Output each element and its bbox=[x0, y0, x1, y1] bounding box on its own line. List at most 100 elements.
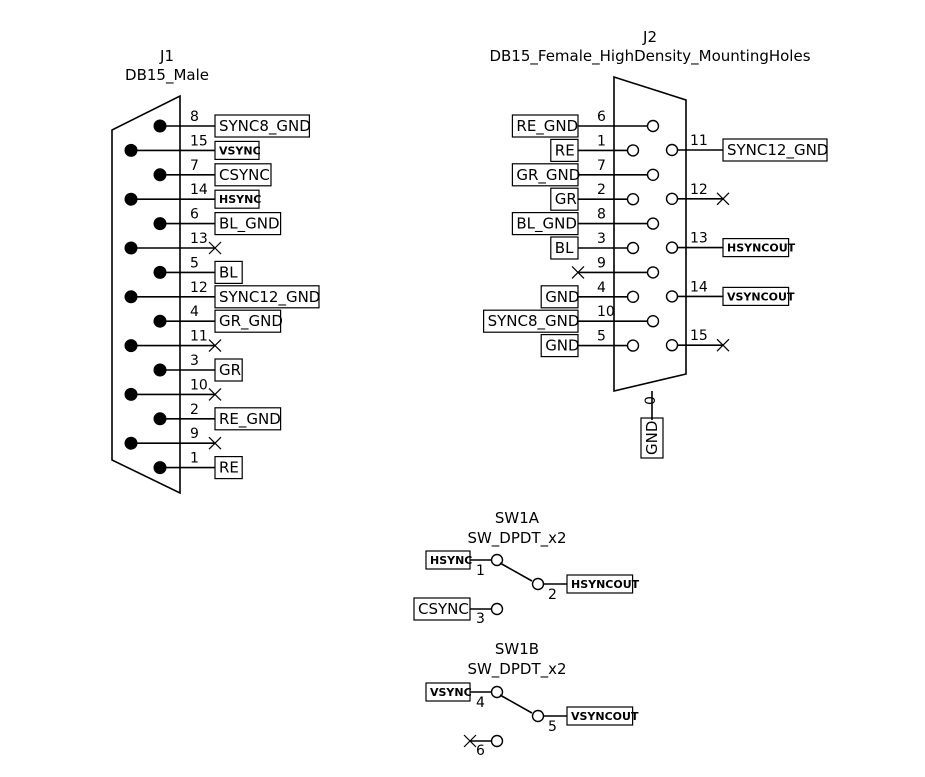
net-label-box bbox=[540, 334, 579, 358]
sw1a-reference: SW1A bbox=[495, 509, 540, 527]
j1-value: DB15_Male bbox=[125, 66, 209, 85]
no-connect-mark bbox=[716, 192, 730, 206]
net-label-text: GND bbox=[643, 421, 661, 455]
pin-number: 2 bbox=[190, 402, 199, 418]
pin-socket bbox=[490, 734, 504, 748]
net-label-text: RE bbox=[219, 459, 239, 477]
net-label-text: BL bbox=[219, 263, 238, 281]
no-connect-mark bbox=[208, 387, 222, 401]
pin-number: 9 bbox=[597, 255, 606, 271]
no-connect-mark bbox=[208, 241, 222, 255]
pin-number: 3 bbox=[597, 231, 606, 247]
net-label-box bbox=[722, 286, 790, 306]
pin-socket bbox=[626, 192, 640, 206]
pin-number: 3 bbox=[190, 353, 199, 369]
pin-socket bbox=[646, 168, 660, 182]
pin-socket bbox=[646, 119, 660, 133]
pin-number: 5 bbox=[548, 719, 557, 735]
pin-socket bbox=[490, 553, 504, 567]
net-label-text: HSYNCOUT bbox=[727, 242, 796, 255]
net-label-box bbox=[550, 138, 579, 162]
pin-socket bbox=[626, 144, 640, 157]
net-label-box bbox=[511, 163, 579, 187]
pin-number: 4 bbox=[597, 280, 606, 296]
net-label-text: HSYNC bbox=[219, 193, 261, 206]
pin-number: 8 bbox=[190, 109, 199, 125]
pin-socket bbox=[626, 339, 640, 352]
pin-number: 5 bbox=[597, 329, 606, 345]
net-label-box bbox=[214, 189, 260, 209]
pin-socket bbox=[665, 339, 679, 352]
net-label-text: GND bbox=[545, 337, 579, 355]
pin-number: 13 bbox=[690, 231, 708, 247]
j2-value: DB15_Female_HighDensity_MountingHoles bbox=[489, 47, 810, 66]
net-label-text: HSYNCOUT bbox=[571, 578, 640, 591]
pin-socket bbox=[646, 266, 660, 279]
no-connect-mark bbox=[463, 734, 477, 748]
net-label-box bbox=[722, 238, 790, 258]
pin-number: 3 bbox=[476, 611, 485, 627]
net-label-text: CSYNC bbox=[219, 166, 270, 184]
pin-number: 6 bbox=[190, 207, 199, 223]
pin-number: 15 bbox=[190, 133, 208, 149]
net-label-box bbox=[483, 309, 579, 333]
j2-body-outline bbox=[613, 75, 687, 393]
net-label-box bbox=[214, 212, 282, 236]
pin-number: 1 bbox=[597, 133, 606, 149]
net-label-box bbox=[640, 417, 664, 459]
net-label-box bbox=[566, 574, 634, 594]
pin-number: 4 bbox=[476, 695, 485, 711]
pin-socket bbox=[646, 217, 660, 230]
net-label-text: BL bbox=[555, 239, 574, 257]
net-label-box bbox=[214, 260, 243, 284]
pin-number: 14 bbox=[190, 182, 208, 198]
net-label-text: GND bbox=[545, 288, 579, 306]
net-label-box bbox=[722, 138, 828, 162]
pin-number: 7 bbox=[190, 158, 199, 174]
pin-number: 1 bbox=[476, 563, 485, 579]
pin-number: 10 bbox=[597, 304, 615, 320]
pin-socket bbox=[490, 685, 504, 699]
switch-lever bbox=[499, 694, 533, 714]
sw1a-value: SW_DPDT_x2 bbox=[467, 529, 566, 548]
net-label-text: CSYNC bbox=[418, 600, 469, 618]
j2-reference: J2 bbox=[642, 28, 657, 46]
pin-socket bbox=[646, 315, 660, 328]
net-label-text: HSYNC bbox=[430, 554, 472, 567]
pin-number: 11 bbox=[690, 133, 708, 149]
no-connect-mark bbox=[208, 339, 222, 353]
net-label-text: VSYNC bbox=[219, 144, 261, 157]
sw1b-reference: SW1B bbox=[495, 640, 539, 658]
sw1b-value: SW_DPDT_x2 bbox=[467, 660, 566, 679]
switch-lever bbox=[499, 562, 533, 582]
pin-socket bbox=[531, 709, 545, 723]
net-label-box bbox=[214, 285, 320, 309]
net-label-box bbox=[511, 114, 579, 138]
pin-number: 15 bbox=[690, 328, 708, 344]
pin-socket bbox=[665, 143, 679, 157]
pin-number: 7 bbox=[597, 158, 606, 174]
net-label-box bbox=[214, 309, 282, 333]
pin-number: 12 bbox=[190, 280, 208, 296]
pin-number: 4 bbox=[190, 304, 199, 320]
pin-number: 12 bbox=[690, 182, 708, 198]
net-label-text: SYNC8_GND bbox=[219, 117, 311, 136]
pin-number: 2 bbox=[597, 182, 606, 198]
j1-body-outline bbox=[111, 94, 181, 495]
pin-socket bbox=[665, 290, 679, 303]
connector-j2[interactable]: J2 DB15_Female_HighDensity_MountingHoles… bbox=[483, 28, 829, 459]
net-label-text: GR_GND bbox=[219, 312, 283, 331]
pin-number: 1 bbox=[190, 451, 199, 467]
net-label-box bbox=[566, 706, 634, 726]
no-connect-mark bbox=[571, 265, 585, 279]
net-label-text: BL_GND bbox=[219, 215, 280, 234]
pin-socket bbox=[490, 602, 504, 616]
net-label-box bbox=[540, 285, 579, 309]
pin-number: 0 bbox=[643, 396, 659, 405]
net-label-text: GR_GND bbox=[516, 166, 580, 185]
pin-number: 14 bbox=[690, 279, 708, 295]
